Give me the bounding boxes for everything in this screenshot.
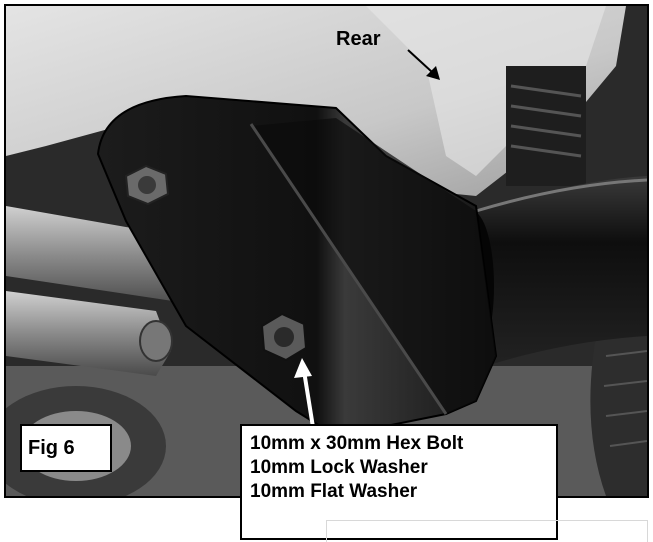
rear-direction-arrow bbox=[407, 49, 433, 73]
pipe-clamp bbox=[139, 320, 173, 362]
hitch-crossbar-tube bbox=[456, 176, 647, 366]
exhaust-pipe-lower bbox=[6, 291, 171, 376]
bracket-fold bbox=[251, 118, 496, 414]
figure-label: Fig 6 bbox=[20, 424, 112, 472]
photo-illustration bbox=[6, 6, 647, 496]
lower-hex-bolt bbox=[260, 312, 308, 362]
rear-direction-label: Rear bbox=[336, 28, 381, 50]
hardware-item: 10mm Flat Washer bbox=[250, 481, 418, 502]
page-divider-box bbox=[326, 520, 648, 542]
bolt-pointer-arrowhead bbox=[294, 358, 312, 378]
hardware-item: 10mm Lock Washer bbox=[250, 457, 428, 478]
bracket-bend-line bbox=[249, 123, 448, 415]
rear-direction-arrowhead bbox=[426, 66, 440, 80]
tube-highlight bbox=[475, 178, 647, 213]
rear-tire bbox=[590, 326, 647, 496]
frame-highlight bbox=[366, 6, 606, 176]
upper-hex-bolt bbox=[124, 164, 170, 206]
hardware-item: 10mm x 30mm Hex Bolt bbox=[250, 433, 464, 454]
